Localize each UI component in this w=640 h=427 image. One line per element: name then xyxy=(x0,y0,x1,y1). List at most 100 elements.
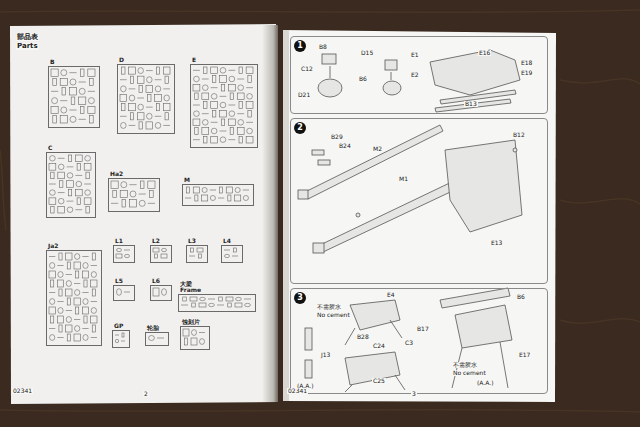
sprue-letter: L6 xyxy=(151,278,161,285)
part-number: B12 xyxy=(512,132,526,138)
sprue-label: L3 xyxy=(187,238,197,245)
sprue-frame: 大梁Frame xyxy=(178,294,256,312)
sprue-label: L6 xyxy=(151,278,161,285)
sprue-label: 大梁 xyxy=(179,281,202,288)
part-number: C12 xyxy=(300,66,314,72)
sprue-label: Ha2 xyxy=(109,171,124,178)
part-number: B13 xyxy=(464,101,478,107)
sprue-frame: L6 xyxy=(150,285,172,301)
step-number: 2 xyxy=(297,124,303,132)
sprue-frame: B xyxy=(48,66,100,128)
part-number: B6 xyxy=(516,294,526,300)
part-number: D15 xyxy=(360,50,374,56)
sprue-label: D xyxy=(118,57,125,64)
part-number: (A.A.) xyxy=(296,383,315,389)
sprue-letter: B xyxy=(49,59,56,66)
part-number: C3 xyxy=(404,340,414,346)
sprue-letter: 轮胎 xyxy=(146,325,160,332)
sprue-letter: D xyxy=(118,57,125,64)
sprue-label: B xyxy=(49,59,56,66)
part-number: B29 xyxy=(330,134,344,140)
page-text: 2 xyxy=(143,391,149,397)
sprue-frame: L2 xyxy=(150,245,172,263)
sprue-letter: L4 xyxy=(222,238,232,245)
part-number: B28 xyxy=(356,334,370,340)
sprue-frame: L4 xyxy=(221,245,243,263)
page-text: 部品表 xyxy=(16,34,39,41)
part-number: E4 xyxy=(386,292,396,298)
part-number: M1 xyxy=(398,176,409,182)
sprue-letter: L5 xyxy=(114,278,124,285)
sprue-label: L1 xyxy=(114,238,124,245)
part-number: B6 xyxy=(358,76,368,82)
part-number: No cement xyxy=(452,370,487,376)
part-number: B8 xyxy=(318,44,328,50)
sprue-letter: GP xyxy=(113,323,124,330)
part-number: E19 xyxy=(520,70,533,76)
part-number: E2 xyxy=(410,72,420,78)
sprue-letter: L2 xyxy=(151,238,161,245)
sprue-frame: GP xyxy=(112,330,130,348)
step-number-badge: 2 xyxy=(294,122,306,134)
part-number: 不需胶水 xyxy=(452,362,478,368)
part-number: 不需胶水 xyxy=(316,304,342,310)
sprue-label: L5 xyxy=(114,278,124,285)
step-number: 3 xyxy=(297,294,303,302)
part-number: E13 xyxy=(490,240,503,246)
sprue-frame: L3 xyxy=(186,245,208,263)
part-number: D21 xyxy=(297,92,311,98)
step-number-badge: 1 xyxy=(294,40,306,52)
sprue-label: E xyxy=(191,57,197,64)
sprue-label: C xyxy=(47,145,53,152)
sprue-label: Ja2 xyxy=(47,243,59,250)
sprue-frame: Ja2 xyxy=(46,250,102,346)
page-text: Parts xyxy=(16,43,39,50)
sprue-frame: D xyxy=(117,64,175,134)
sprue-label: L4 xyxy=(222,238,232,245)
part-number: B17 xyxy=(416,326,430,332)
sprue-letter: E xyxy=(191,57,197,64)
step-number: 1 xyxy=(297,42,303,50)
sprue-frame: L5 xyxy=(113,285,135,301)
sprue-letter: 大梁Frame xyxy=(179,281,202,294)
sprue-letter: M xyxy=(183,177,191,184)
sprue-frame: E xyxy=(190,64,258,148)
sprue-label: 轮胎 xyxy=(146,325,160,332)
step-number-badge: 3 xyxy=(294,292,306,304)
part-number: (A.A.) xyxy=(476,380,495,386)
part-number: C25 xyxy=(372,378,386,384)
sprue-letter: L1 xyxy=(114,238,124,245)
sprue-letter: Ja2 xyxy=(47,243,59,250)
sprue-frame: L1 xyxy=(113,245,135,263)
sprue-frame: M xyxy=(182,184,254,206)
sprue-label: L2 xyxy=(151,238,161,245)
sprue-label: GP xyxy=(113,323,124,330)
step-panel: 2 xyxy=(290,118,548,284)
part-number: No cement xyxy=(316,312,351,318)
part-number: E18 xyxy=(520,60,533,66)
part-number: C24 xyxy=(372,343,386,349)
part-number: J13 xyxy=(320,352,331,358)
part-number: M2 xyxy=(372,146,383,152)
sprue-label: Frame xyxy=(179,287,202,294)
sprue-letter: 蚀刻片 xyxy=(181,319,201,326)
sprue-frame: C xyxy=(46,152,96,218)
sprue-letter: C xyxy=(47,145,53,152)
sprue-label: 蚀刻片 xyxy=(181,319,201,326)
page-text: 3 xyxy=(411,391,417,397)
part-number: B24 xyxy=(338,143,352,149)
part-number: E16 xyxy=(478,50,491,56)
part-number: E1 xyxy=(410,52,420,58)
sprue-label: M xyxy=(183,177,191,184)
part-number: E17 xyxy=(518,352,531,358)
sprue-frame: 蚀刻片 xyxy=(180,326,210,350)
sprue-letter: Ha2 xyxy=(109,171,124,178)
sprue-letter: L3 xyxy=(187,238,197,245)
sprue-frame: 轮胎 xyxy=(145,332,169,346)
sprue-frame: Ha2 xyxy=(108,178,160,212)
page-text: 02341 xyxy=(12,388,33,394)
